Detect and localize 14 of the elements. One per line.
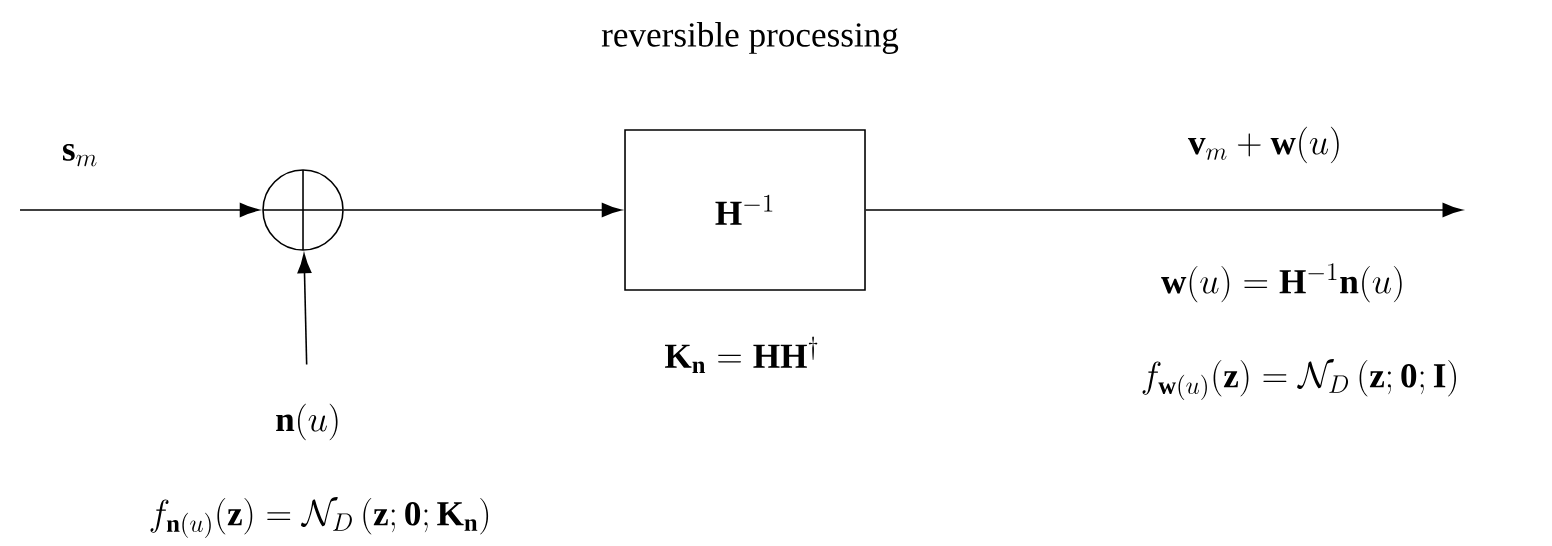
input-label: $\mathbf{n}(u)$ — [276, 403, 338, 441]
formula-label: $f_{\mathbf{w}(u)}(\mathbf{z})=\mathcal{N}_D\left(\mathbf{z};\mathbf{0};\mathbf{I}\right)$ — [1142, 359, 1456, 401]
edge-label: $\mathbf{v}_m+\mathbf{w}(u)$ — [1188, 126, 1339, 164]
summing-junction — [262, 169, 344, 251]
title: reversible processing — [601, 22, 899, 54]
formula-label: $\mathbf{K}_{\mathbf{n}}=\mathbf{H}\mathbf{H}^{\dagger}$ — [665, 336, 818, 374]
edge-label: $\mathbf{s}_m$ — [63, 144, 97, 167]
formula-label: $\mathbf{w}(u)=\mathbf{H}^{-1}\mathbf{n}(u)$ — [1161, 263, 1402, 303]
formula-label: $f_{\mathbf{n}(u)}(\mathbf{z})=\mathcal{N}_D\left(\mathbf{z};\mathbf{0};\mathbf{K}_{\mathbf{n}}\right)$ — [150, 497, 489, 539]
arrow — [19, 203, 260, 217]
arrow — [343, 203, 622, 217]
arrow — [297, 253, 312, 366]
process-box: $\mathbf{H}^{-1}$ — [624, 129, 866, 291]
arrow — [865, 203, 1463, 217]
